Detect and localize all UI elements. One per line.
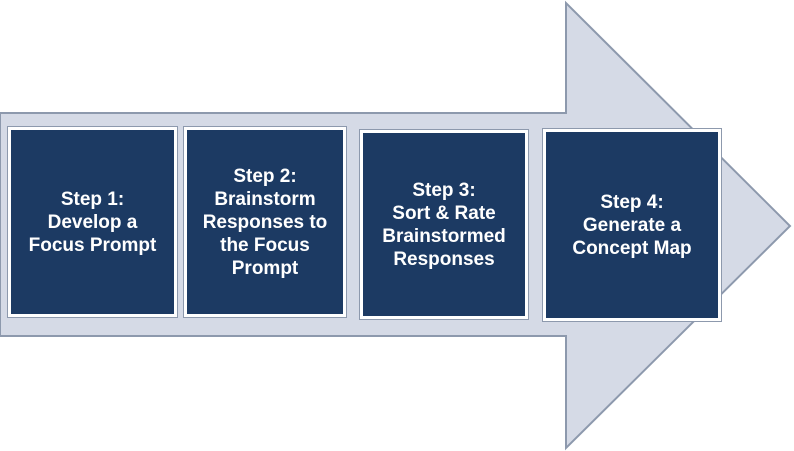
step-3-label: Step 3: Sort & Rate Brainstormed Respons…: [382, 179, 506, 270]
step-2-label: Step 2: Brainstorm Responses to the Focu…: [202, 165, 328, 279]
step-4-label: Step 4: Generate a Concept Map: [572, 191, 692, 259]
step-3-box: Step 3: Sort & Rate Brainstormed Respons…: [359, 129, 529, 320]
step-1-box: Step 1: Develop a Focus Prompt: [7, 126, 178, 318]
step-1-label: Step 1: Develop a Focus Prompt: [28, 188, 157, 256]
step-2-box: Step 2: Brainstorm Responses to the Focu…: [183, 126, 347, 318]
step-4-box: Step 4: Generate a Concept Map: [542, 128, 722, 322]
